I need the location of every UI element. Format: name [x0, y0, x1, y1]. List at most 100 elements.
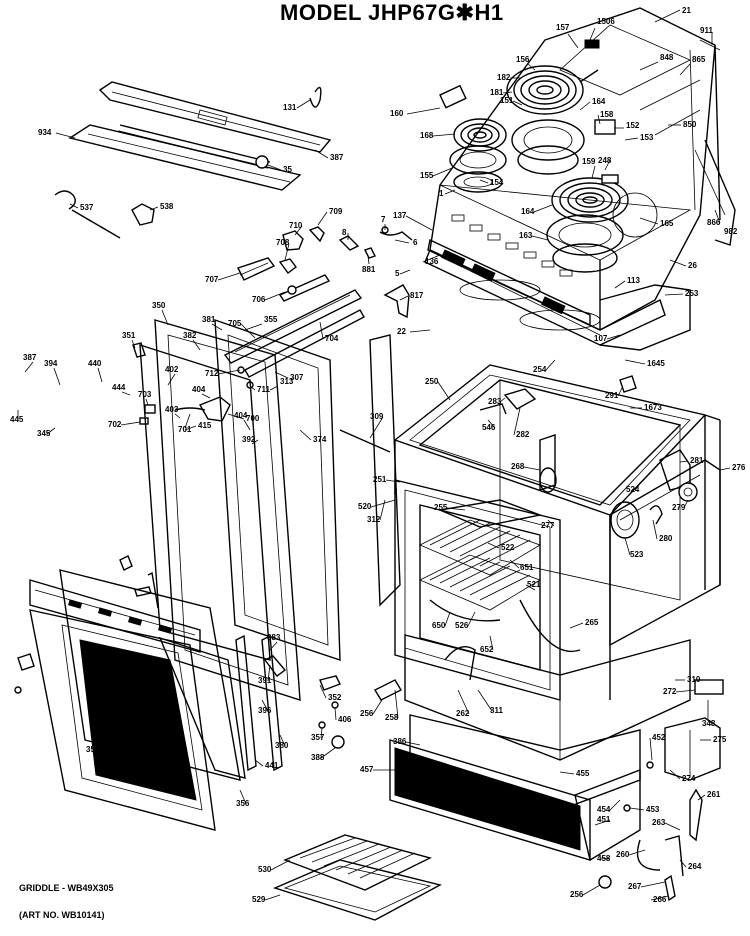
- callout-707: 707: [205, 275, 219, 284]
- leader-lines: [17, 9, 731, 901]
- callout-163: 163: [519, 231, 533, 240]
- callout-357: 357: [311, 733, 325, 742]
- callout-131: 131: [283, 103, 297, 112]
- callout-982: 982: [724, 227, 738, 236]
- callout-156: 156: [516, 55, 530, 64]
- callout-254: 254: [533, 365, 547, 374]
- callout-256-mid: 256: [360, 709, 374, 718]
- callout-8: 8: [342, 228, 347, 237]
- callout-454: 454: [597, 805, 611, 814]
- callout-1: 1: [439, 189, 444, 198]
- callout-451: 451: [597, 815, 611, 824]
- callout-309: 309: [370, 412, 384, 421]
- callout-153: 153: [640, 133, 654, 142]
- callout-5: 5: [395, 269, 400, 278]
- callout-136: 136: [425, 257, 439, 266]
- broiler-pan: [273, 834, 442, 921]
- callout-253: 253: [685, 289, 699, 298]
- callout-523: 523: [630, 550, 644, 559]
- callout-881: 881: [362, 265, 376, 274]
- callout-307: 307: [290, 373, 304, 382]
- callout-356: 356: [236, 799, 250, 808]
- griddle-note: GRIDDLE - WB49X305: [19, 883, 114, 893]
- callout-21: 21: [682, 6, 691, 15]
- callout-279: 279: [672, 503, 686, 512]
- callout-165: 165: [660, 219, 674, 228]
- callout-387-top: 387: [330, 153, 344, 162]
- callout-703: 703: [138, 390, 152, 399]
- callout-359: 359: [86, 745, 100, 754]
- callout-251: 251: [373, 475, 387, 484]
- callout-275: 275: [713, 735, 727, 744]
- callout-392: 392: [242, 435, 256, 444]
- callout-291: 291: [605, 391, 619, 400]
- callout-154: 154: [490, 178, 504, 187]
- callout-168: 168: [420, 131, 434, 140]
- callout-441: 441: [265, 761, 279, 770]
- callout-538: 538: [160, 202, 174, 211]
- callout-705: 705: [228, 319, 242, 328]
- callout-labels: 21 911 1506 157 848 865 182 181 156 151 …: [10, 6, 746, 904]
- callout-402: 402: [165, 365, 179, 374]
- callout-250: 250: [425, 377, 439, 386]
- callout-530: 530: [258, 865, 272, 874]
- callout-274: 274: [682, 774, 696, 783]
- callout-403: 403: [165, 405, 179, 414]
- callout-266: 266: [653, 895, 667, 904]
- callout-440: 440: [88, 359, 102, 368]
- callout-848: 848: [660, 53, 674, 62]
- callout-537: 537: [80, 203, 94, 212]
- callout-406: 406: [338, 715, 352, 724]
- callout-107: 107: [594, 334, 608, 343]
- callout-709: 709: [329, 207, 343, 216]
- callout-264: 264: [688, 862, 702, 871]
- callout-262: 262: [456, 709, 470, 718]
- callout-248: 248: [598, 156, 612, 165]
- callout-348: 348: [702, 719, 716, 728]
- callout-650: 650: [432, 621, 446, 630]
- callout-255: 255: [434, 503, 448, 512]
- callout-355: 355: [264, 315, 278, 324]
- callout-526: 526: [455, 621, 469, 630]
- callout-391: 391: [258, 676, 272, 685]
- callout-155: 155: [420, 171, 434, 180]
- control-components: [139, 226, 413, 425]
- callout-283: 283: [488, 397, 502, 406]
- callout-522: 522: [501, 543, 515, 552]
- callout-1645: 1645: [647, 359, 665, 368]
- storage-drawer: [389, 714, 703, 902]
- callout-453: 453: [646, 805, 660, 814]
- callout-1506: 1506: [597, 17, 615, 26]
- callout-282: 282: [516, 430, 530, 439]
- callout-151: 151: [500, 96, 514, 105]
- callout-388: 388: [311, 753, 325, 762]
- backsplash-assembly: [54, 81, 332, 239]
- callout-164-lower: 164: [521, 207, 535, 216]
- callout-22: 22: [397, 327, 406, 336]
- callout-444: 444: [112, 383, 126, 392]
- callout-160: 160: [390, 109, 404, 118]
- callout-6: 6: [413, 238, 418, 247]
- callout-700: 700: [246, 414, 260, 423]
- callout-157: 157: [556, 23, 570, 32]
- surface-elements: [439, 39, 629, 273]
- callout-159: 159: [582, 157, 596, 166]
- callout-455: 455: [576, 769, 590, 778]
- callout-26: 26: [688, 261, 697, 270]
- model-title: MODEL JHP67G✱H1: [280, 0, 504, 25]
- callout-35: 35: [283, 165, 292, 174]
- callout-268: 268: [511, 462, 525, 471]
- callout-850: 850: [683, 120, 697, 129]
- art-number-note: (ART NO. WB10141): [19, 910, 105, 920]
- callout-415: 415: [198, 421, 212, 430]
- callout-652: 652: [480, 645, 494, 654]
- callout-311: 311: [490, 706, 503, 715]
- callout-701: 701: [178, 425, 192, 434]
- callout-457: 457: [360, 765, 374, 774]
- callout-702: 702: [108, 420, 122, 429]
- callout-374: 374: [313, 435, 327, 444]
- callout-277: 277: [541, 521, 555, 530]
- callout-7: 7: [381, 215, 386, 224]
- callout-546: 546: [482, 423, 496, 432]
